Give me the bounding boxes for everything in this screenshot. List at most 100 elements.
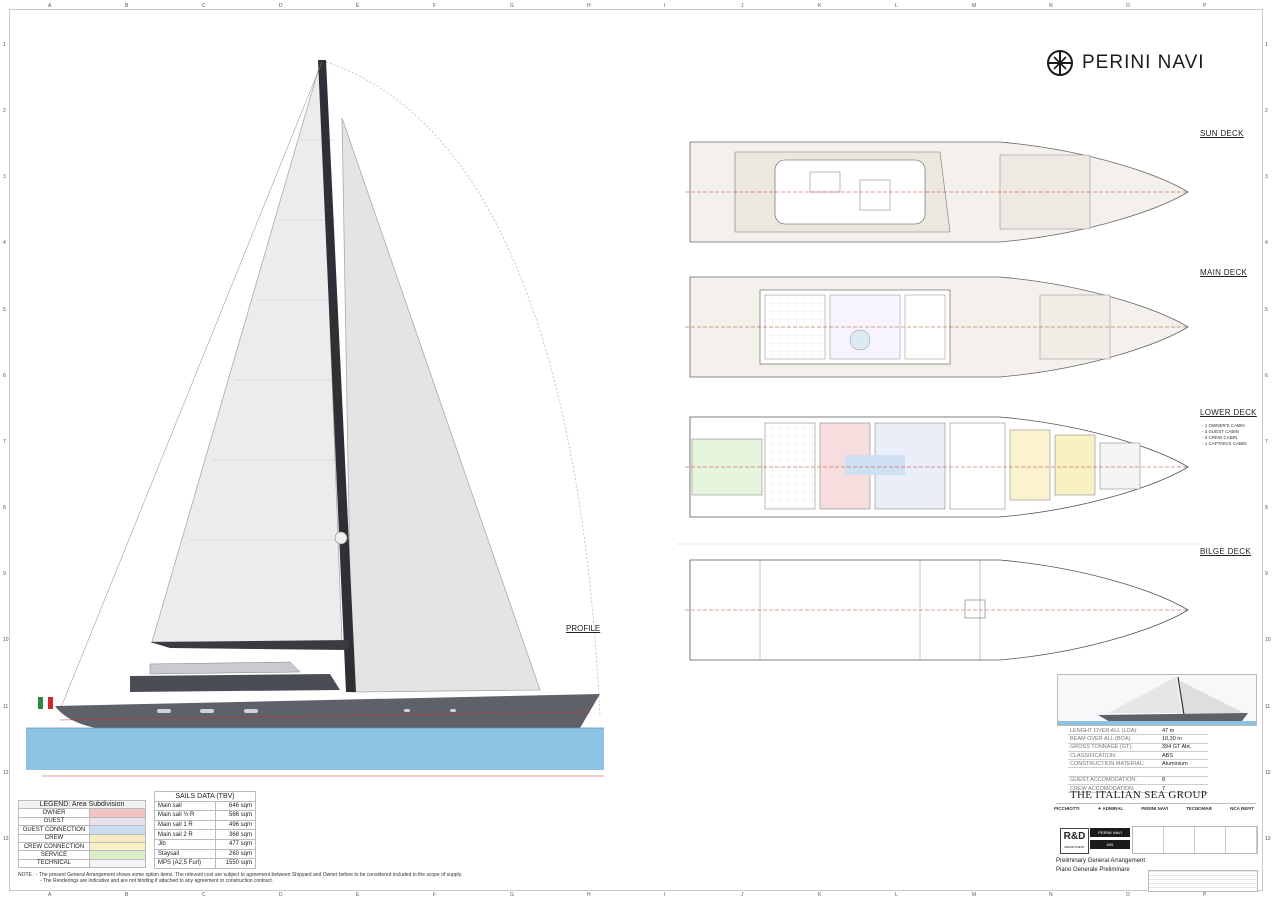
ruler-label: K	[818, 3, 822, 9]
ruler-label: 2	[1265, 108, 1268, 115]
sail-name: Main sail ½ R	[154, 810, 216, 821]
drawing-frame	[9, 9, 1263, 891]
legend-swatch	[89, 825, 146, 835]
ruler-label: 3	[1265, 174, 1268, 181]
ruler-label: 3	[3, 174, 6, 181]
spec-key: LENGHT OVER ALL (LOA):	[1068, 727, 1160, 736]
sails-title: SAILS DATA (TBV)	[154, 791, 256, 802]
italian-flag-icon	[38, 697, 53, 709]
ruler-label: P	[1203, 3, 1207, 9]
spec-value: Aluminium	[1160, 759, 1208, 769]
ruler-label: L	[895, 3, 898, 9]
ruler-label: 6	[3, 372, 6, 379]
brand-small: PERINI NAVI	[1090, 828, 1130, 837]
ruler-label: 8	[3, 505, 6, 512]
ruler-label: 10	[3, 637, 9, 644]
ruler-label: 5	[3, 306, 6, 313]
ruler-label: 4	[3, 240, 6, 247]
deck-plans	[678, 141, 1200, 661]
ruler-label: N	[1049, 892, 1053, 898]
ruler-label: 9	[1265, 571, 1268, 578]
sail-name: Jib	[154, 838, 216, 850]
sun-deck-plan	[685, 141, 1189, 243]
ruler-label: 2	[3, 108, 6, 115]
legend-table: LEGEND: Area Subdivision OWNER GUEST GUE…	[18, 799, 146, 869]
ruler-label: 13	[3, 835, 9, 842]
hull	[55, 694, 600, 730]
sail-name: Main sail 1 R	[154, 819, 216, 831]
ruler-label: 9	[3, 571, 6, 578]
project-number: 605	[1090, 840, 1130, 849]
bilge-deck-label: BILGE DECK	[1200, 547, 1252, 556]
ruler-label: C	[202, 3, 206, 9]
brand-logo: TECNOMAR	[1186, 806, 1213, 811]
spec-key: GUEST ACCOMODATION:	[1068, 776, 1160, 786]
spec-value: ABS	[1160, 751, 1208, 761]
title-it: Piano Generale Preliminare	[1056, 867, 1130, 873]
ruler-label: B	[125, 3, 129, 9]
ruler-label: F	[433, 892, 437, 898]
title-en: Preliminary General Arrangement	[1056, 858, 1146, 864]
note-line: NOTE : - The present General Arrangement…	[18, 872, 463, 878]
ruler-label: M	[972, 3, 977, 9]
profile-label: PROFILE	[566, 624, 601, 633]
ruler-label: N	[1049, 3, 1053, 9]
ruler-label: H	[587, 3, 591, 9]
cabin-item: - 1 OWNER'S CABIN	[1202, 423, 1245, 428]
spec-value	[1160, 767, 1208, 777]
water	[26, 728, 604, 770]
rd-text: R&D	[1063, 831, 1086, 842]
cabin-item: - 3 CREW CABIN	[1202, 435, 1238, 440]
ruler-label: 11	[1265, 703, 1271, 710]
title-block-grid	[1132, 826, 1258, 854]
legend-swatch	[89, 808, 146, 818]
ruler-label: 1	[3, 42, 6, 48]
ruler-label: 1	[1265, 42, 1268, 48]
ruler-label: 13	[1265, 835, 1271, 842]
group-brands: PICCHIOTTI ✦ ADMIRAL PERINI NAVI TECNOMA…	[1054, 806, 1254, 812]
jib-sail	[341, 117, 541, 693]
ruler-label: E	[356, 3, 360, 9]
legend-swatch	[89, 816, 146, 827]
group-name: THE ITALIAN SEA GROUP	[1070, 789, 1208, 801]
ruler-label: L	[895, 892, 898, 898]
ruler-label: 7	[1265, 438, 1268, 445]
sail-area: 1550 sqm	[214, 858, 257, 869]
ruler-label: J	[741, 3, 744, 9]
cabin-item: - 3 GUEST CABIN	[1202, 429, 1239, 434]
bilge-deck-plan	[685, 559, 1189, 661]
spec-value: 7	[1160, 784, 1208, 794]
sail-name: Staysail	[154, 848, 216, 860]
brand-name: PERINI NAVI	[1082, 52, 1205, 73]
ruler-label: 4	[1265, 240, 1268, 247]
spec-value: 47 m	[1160, 727, 1208, 736]
ruler-label: 12	[1265, 769, 1271, 776]
ruler-label: 12	[3, 769, 9, 776]
spec-value: 8	[1160, 776, 1208, 786]
lower-deck-label: LOWER DECK	[1200, 408, 1257, 417]
spec-key: BEAM OVER ALL (BOA):	[1068, 734, 1160, 744]
main-deck-label: MAIN DECK	[1200, 268, 1248, 277]
sun-deck-label: SUN DECK	[1200, 129, 1244, 138]
ruler-label: H	[587, 892, 591, 898]
notes: NOTE : - The present General Arrangement…	[18, 872, 462, 884]
ruler-label: D	[279, 892, 283, 898]
ruler-label: P	[1203, 892, 1207, 898]
ruler-label: 5	[1265, 306, 1268, 313]
spec-key: CONSTRUCTION MATERIAL:	[1068, 759, 1160, 769]
ruler-label: 11	[3, 703, 9, 710]
ruler-label: I	[664, 892, 666, 898]
ruler-label: A	[48, 892, 52, 898]
mast	[318, 60, 356, 692]
spec-value: 10,30 m	[1160, 734, 1208, 744]
ruler-label: O	[1126, 892, 1130, 898]
ruler-label: 6	[1265, 372, 1268, 379]
brand-logo: PICCHIOTTI	[1054, 806, 1080, 811]
brand-logo: ✦ ADMIRAL	[1097, 806, 1124, 811]
ruler-label: 7	[3, 438, 6, 445]
legend-swatch	[89, 841, 146, 852]
spec-value: 394 GT Abt.	[1160, 743, 1208, 752]
ruler-label: M	[972, 892, 977, 898]
note-line: - The Renderings are indicative and are …	[40, 878, 274, 884]
spec-key: CREW ACCOMODATION:	[1068, 784, 1160, 794]
